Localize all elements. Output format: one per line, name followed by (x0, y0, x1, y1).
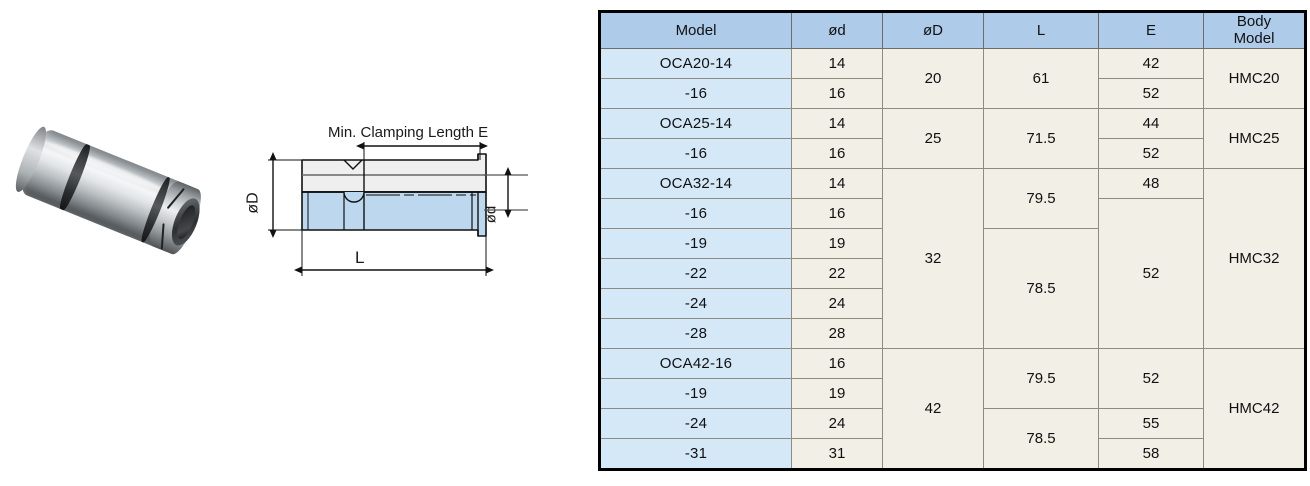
cell-model: -22 (599, 257, 792, 289)
cell-clamping-length: 48 (1098, 167, 1204, 199)
cell-model: -16 (599, 77, 792, 109)
clamping-length-label: Min. Clamping Length E (328, 124, 489, 141)
cell-big-d: 25 (882, 107, 984, 169)
cell-model: -19 (599, 227, 792, 259)
cell-body-model: HMC32 (1203, 167, 1306, 349)
cell-model: OCA42-16 (599, 347, 792, 379)
header-body-model-line1: Body (1236, 13, 1272, 30)
product-photo (8, 116, 223, 276)
cell-clamping-length: 55 (1098, 407, 1204, 439)
header-small-d: ød (791, 11, 883, 49)
illustration-panel: Min. Clamping Length E L øD ød (0, 0, 594, 486)
cell-model: -19 (599, 377, 792, 409)
cell-clamping-length: 44 (1098, 107, 1204, 139)
cell-model: -16 (599, 197, 792, 229)
cell-small-d: 28 (791, 317, 883, 349)
cell-clamping-length: 52 (1098, 197, 1204, 349)
cell-length: 78.5 (983, 227, 1099, 349)
cell-big-d: 42 (882, 347, 984, 470)
cell-clamping-length: 42 (1098, 47, 1204, 79)
cell-small-d: 31 (791, 437, 883, 470)
collet-section-drawing (268, 142, 528, 276)
cell-small-d: 24 (791, 407, 883, 439)
cell-small-d: 22 (791, 257, 883, 289)
cell-big-d: 32 (882, 167, 984, 349)
cell-model: -24 (599, 287, 792, 319)
table-header-row: Model ød øD L E Body Model (599, 11, 1306, 49)
inner-diameter-dimension (484, 167, 528, 218)
collet-upper-half (301, 153, 487, 193)
cell-length: 78.5 (983, 407, 1099, 470)
cell-model: -31 (599, 437, 792, 470)
cell-small-d: 14 (791, 107, 883, 139)
cell-small-d: 16 (791, 137, 883, 169)
cell-clamping-length: 52 (1098, 77, 1204, 109)
cell-clamping-length: 52 (1098, 347, 1204, 409)
length-dimension-label: L (355, 248, 365, 267)
cell-small-d: 19 (791, 377, 883, 409)
header-length: L (983, 11, 1099, 49)
cell-model: OCA32-14 (599, 167, 792, 199)
cell-model: -28 (599, 317, 792, 349)
table-header: Model ød øD L E Body Model (599, 11, 1306, 49)
cell-big-d: 20 (882, 47, 984, 109)
cell-small-d: 16 (791, 197, 883, 229)
header-model: Model (599, 11, 792, 49)
cell-clamping-length: 52 (1098, 137, 1204, 169)
cell-model: OCA20-14 (599, 47, 792, 79)
header-big-d: øD (882, 11, 984, 49)
header-body-model-line2: Model (1233, 30, 1275, 48)
cell-body-model: HMC25 (1203, 107, 1306, 169)
header-clamping-length: E (1098, 11, 1204, 49)
cell-small-d: 24 (791, 287, 883, 319)
cell-body-model: HMC20 (1203, 47, 1306, 109)
overall-length-dimension (294, 230, 494, 276)
outer-diameter-dimension (268, 152, 304, 238)
cell-small-d: 19 (791, 227, 883, 259)
cell-body-model: HMC42 (1203, 347, 1306, 470)
cell-clamping-length: 58 (1098, 437, 1204, 470)
cell-model: -16 (599, 137, 792, 169)
cell-length: 79.5 (983, 167, 1099, 229)
cell-small-d: 14 (791, 47, 883, 79)
dimension-diagram: Min. Clamping Length E L øD ød (240, 120, 540, 290)
cell-model: OCA25-14 (599, 107, 792, 139)
cell-small-d: 14 (791, 167, 883, 199)
header-body-model: Body Model (1203, 11, 1306, 49)
cell-length: 71.5 (983, 107, 1099, 169)
collet-lower-half-section (301, 191, 487, 237)
cell-length: 79.5 (983, 347, 1099, 409)
clamping-length-dimension (356, 142, 488, 194)
cell-small-d: 16 (791, 77, 883, 109)
collet-photo-body (0, 97, 231, 291)
cell-model: -24 (599, 407, 792, 439)
cell-length: 61 (983, 47, 1099, 109)
cell-small-d: 16 (791, 347, 883, 379)
